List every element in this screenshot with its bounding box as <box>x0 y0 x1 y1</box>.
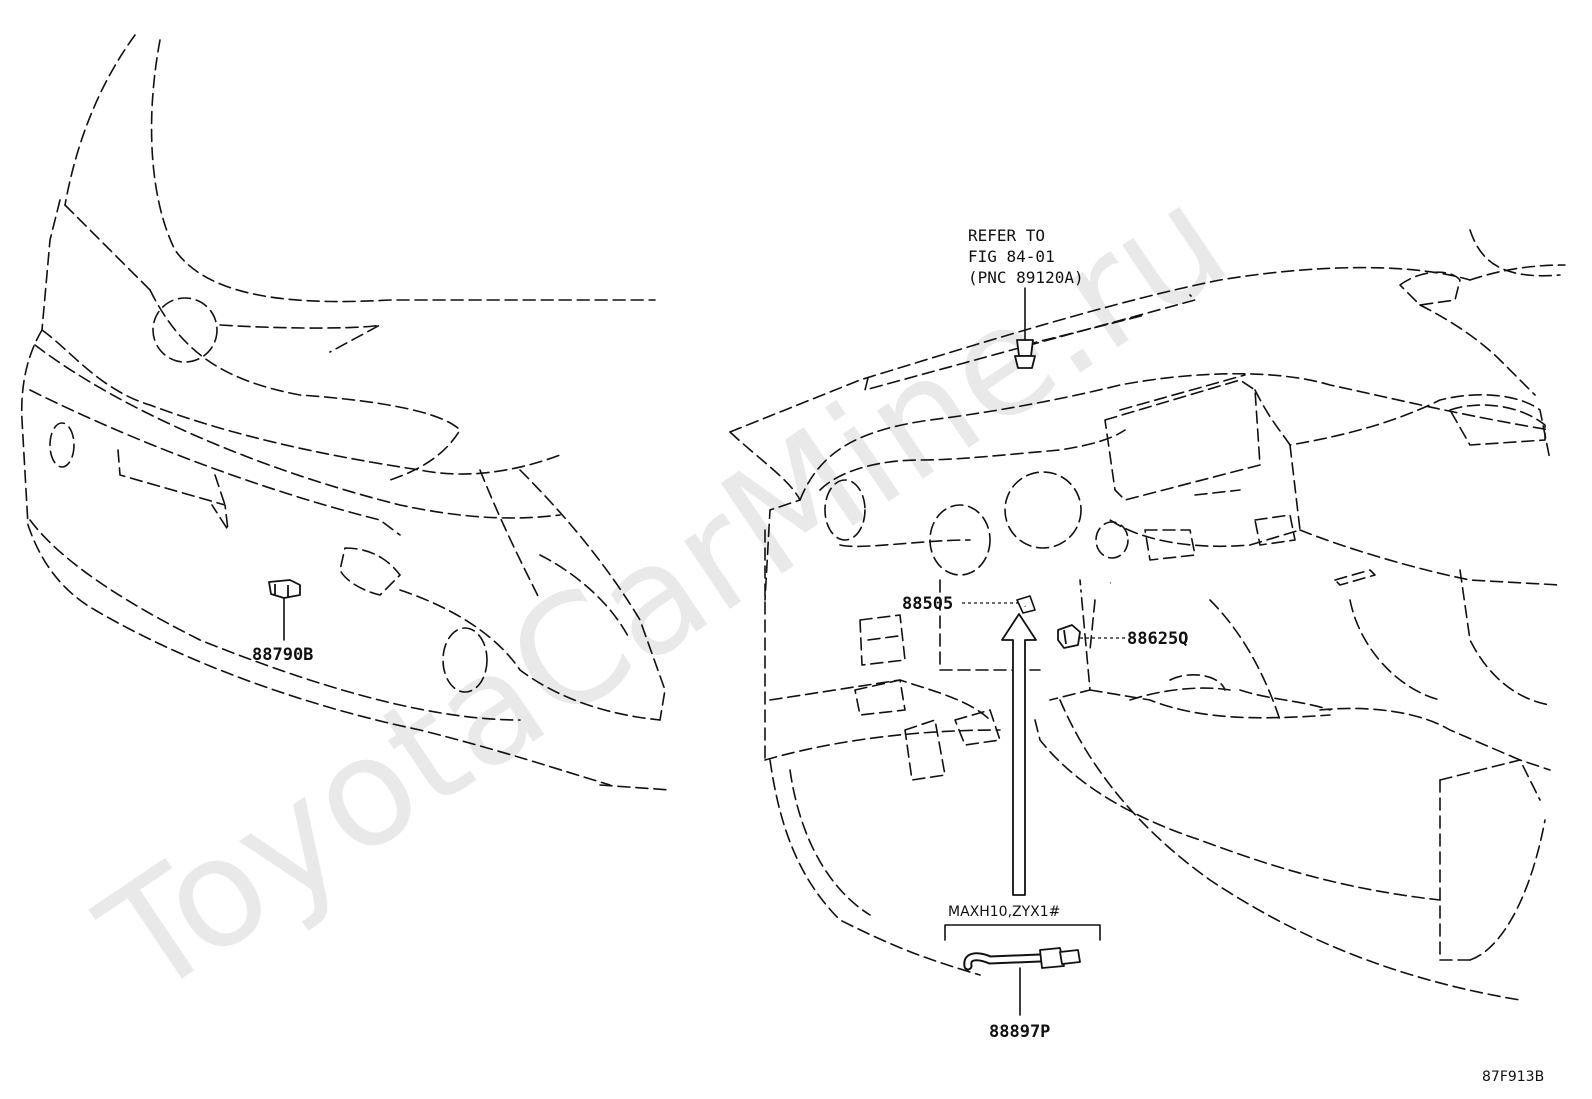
indication-arrow <box>1001 613 1037 896</box>
diagram-id: 87F913B <box>1482 1069 1544 1085</box>
front-bumper-view: 88790B <box>20 34 671 791</box>
svg-text:REFER TO: REFER TO <box>968 226 1045 245</box>
hose-88897p-part[interactable] <box>963 947 1081 971</box>
callout-88790b[interactable]: 88790B <box>252 645 313 665</box>
refer-note: REFER TO FIG 84-01 (PNC 89120A) <box>968 226 1084 287</box>
model-note: MAXH10,ZYX1# <box>948 904 1060 920</box>
sensor-clip-part[interactable] <box>1057 624 1081 649</box>
connector-part[interactable] <box>1014 339 1036 369</box>
instrument-panel-view: REFER TO FIG 84-01 (PNC 89120A) 88505 88… <box>729 226 1566 1042</box>
svg-text:(PNC 89120A): (PNC 89120A) <box>968 268 1084 287</box>
cable-88505-part[interactable] <box>1016 581 1111 614</box>
svg-text:FIG 84-01: FIG 84-01 <box>968 247 1055 266</box>
callout-88897p[interactable]: 88897P <box>989 1022 1050 1042</box>
callout-88625q[interactable]: 88625Q <box>1127 629 1188 649</box>
front-sensor-part[interactable] <box>268 579 301 599</box>
callout-88505[interactable]: 88505 <box>902 594 953 614</box>
